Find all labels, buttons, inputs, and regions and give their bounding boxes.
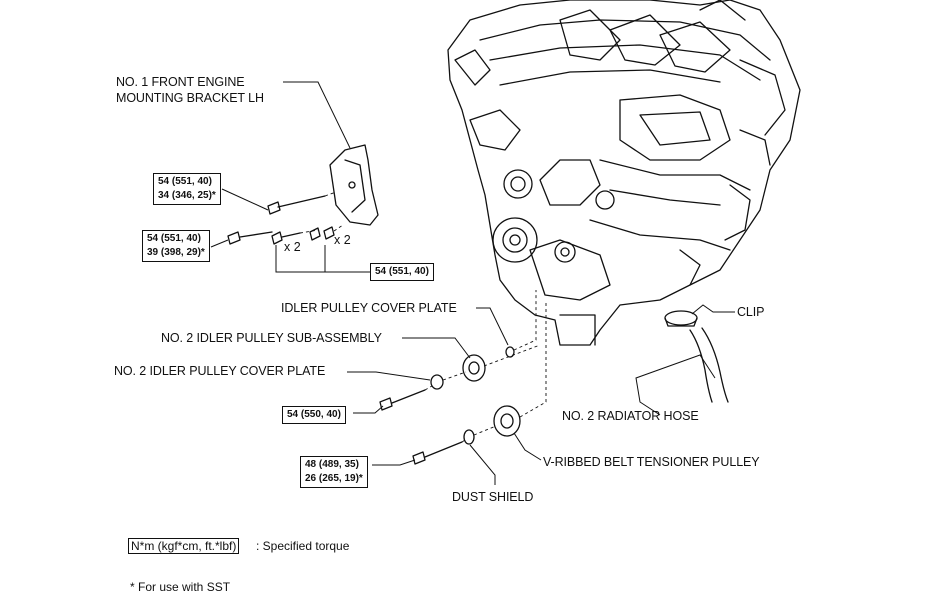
leader-lines xyxy=(210,81,735,485)
dashed-guides xyxy=(299,191,547,443)
torque-value-sst: 39 (398, 29)* xyxy=(147,247,205,258)
bracket-label-line2: MOUNTING BRACKET LH xyxy=(116,91,264,105)
no2-idler-cover-plate-label: NO. 2 IDLER PULLEY COVER PLATE xyxy=(114,364,326,378)
torque-box-2: 54 (551, 40) 39 (398, 29)* xyxy=(142,230,210,262)
engine-block xyxy=(447,0,801,346)
torque-unit-description: : Specified torque xyxy=(256,539,350,553)
hose-and-clip xyxy=(664,310,729,403)
torque-value: 54 (551, 40) xyxy=(158,176,212,187)
no2-idler-sub-assembly-label: NO. 2 IDLER PULLEY SUB-ASSEMBLY xyxy=(161,331,382,345)
torque-value-sst: 26 (265, 19)* xyxy=(305,473,363,484)
tensioner-pulley-label: V-RIBBED BELT TENSIONER PULLEY xyxy=(543,455,760,469)
torque-unit-box: N*m (kgf*cm, ft.*lbf) xyxy=(128,538,240,554)
torque-value-sst: 34 (346, 25)* xyxy=(158,190,216,201)
torque-value: 54 (551, 40) xyxy=(375,266,429,277)
idler-cover-plate-label: IDLER PULLEY COVER PLATE xyxy=(281,301,457,315)
torque-box-5: 48 (489, 35) 26 (265, 19)* xyxy=(300,456,368,488)
torque-box-4: 54 (550, 40) xyxy=(282,406,346,424)
clip-label: CLIP xyxy=(737,305,765,319)
no2-radiator-hose-label: NO. 2 RADIATOR HOSE xyxy=(562,409,699,423)
idler-parts xyxy=(430,346,521,445)
quantity-label: x 2 xyxy=(284,240,301,254)
sst-footnote: * For use with SST xyxy=(130,580,231,594)
quantity-label: x 2 xyxy=(334,233,351,247)
engine-pulleys xyxy=(492,169,615,263)
torque-value: 48 (489, 35) xyxy=(305,459,359,470)
dust-shield-label: DUST SHIELD xyxy=(452,490,534,504)
mounting-bracket-shape xyxy=(329,144,379,226)
bracket-label-line1: NO. 1 FRONT ENGINE xyxy=(116,75,245,89)
torque-value: 54 (551, 40) xyxy=(147,233,201,244)
torque-value: 54 (550, 40) xyxy=(287,409,341,420)
torque-box-1: 54 (551, 40) 34 (346, 25)* xyxy=(153,173,221,205)
bolt-shapes xyxy=(227,195,463,465)
torque-box-3: 54 (551, 40) xyxy=(370,263,434,281)
